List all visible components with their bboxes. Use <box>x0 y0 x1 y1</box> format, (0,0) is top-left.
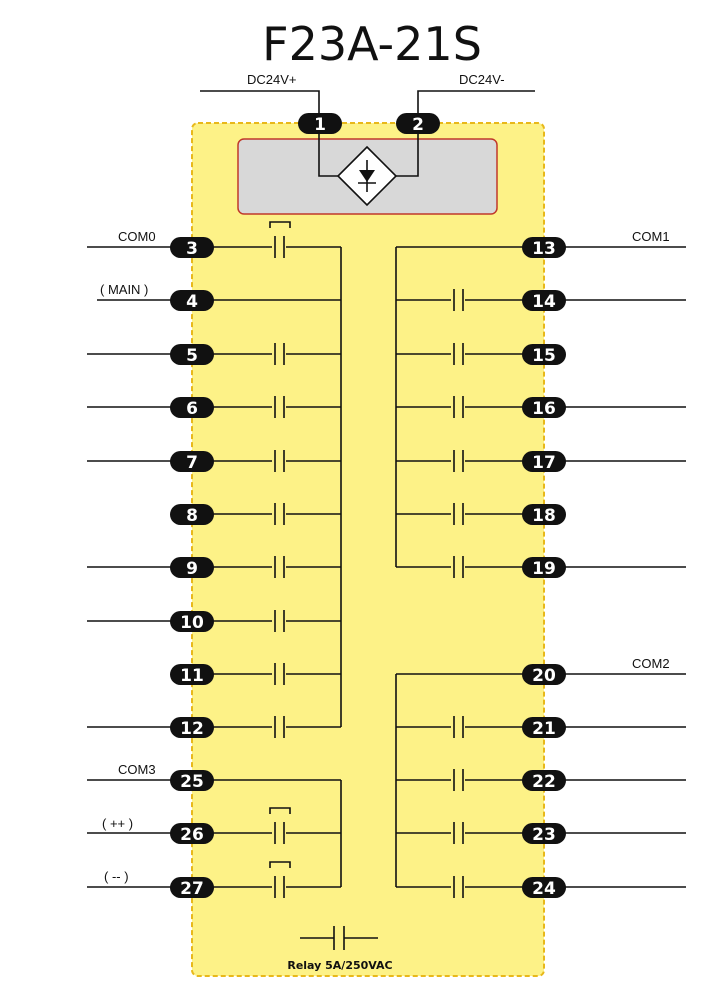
terminal-pin-8: 8 <box>170 504 214 526</box>
svg-text:14: 14 <box>532 292 556 312</box>
relay-contact-icon <box>272 450 286 472</box>
terminal-pin-17: 17 <box>522 451 566 473</box>
minusminus-label: ( -- ) <box>104 869 129 884</box>
relay-legend: Relay 5A/250VAC <box>287 926 393 972</box>
svg-text:8: 8 <box>186 506 198 526</box>
terminal-pin-19: 19 <box>522 557 566 579</box>
dc24v-minus-label: DC24V- <box>459 72 505 87</box>
terminal-pin-4: 4 <box>170 290 214 312</box>
terminal-pin-1: 1 <box>298 113 342 135</box>
terminal-pin-16: 16 <box>522 397 566 419</box>
relay-contact-icon <box>451 876 465 898</box>
module-body <box>191 122 545 977</box>
terminal-pin-2: 2 <box>396 113 440 135</box>
svg-text:4: 4 <box>186 292 198 312</box>
com2-label: COM2 <box>632 656 670 671</box>
svg-text:2: 2 <box>412 115 424 135</box>
relay-contact-icon <box>272 396 286 418</box>
relay-contact-icon <box>451 289 465 311</box>
terminal-pin-3: 3 <box>170 237 214 259</box>
diagram-title: F23A-21S <box>262 17 482 71</box>
plusplus-label: ( ++ ) <box>102 816 133 831</box>
relay-contact-icon <box>272 556 286 578</box>
left-external-wires <box>87 246 174 888</box>
relay-contact-icon <box>272 610 286 632</box>
relay-contact-icon <box>272 716 286 738</box>
svg-text:18: 18 <box>532 506 556 526</box>
terminal-pin-14: 14 <box>522 290 566 312</box>
relay-contact-icon <box>272 343 286 365</box>
relay-rating-note: Relay 5A/250VAC <box>287 959 392 972</box>
terminal-pin-11: 11 <box>170 664 214 686</box>
terminal-pin-6: 6 <box>170 397 214 419</box>
terminal-pin-9: 9 <box>170 557 214 579</box>
relay-contact-icon <box>451 556 465 578</box>
svg-text:6: 6 <box>186 399 198 419</box>
svg-text:16: 16 <box>532 399 556 419</box>
terminal-pin-18: 18 <box>522 504 566 526</box>
right-external-wires <box>562 246 686 888</box>
svg-text:19: 19 <box>532 559 556 579</box>
svg-text:7: 7 <box>186 453 198 473</box>
svg-text:15: 15 <box>532 346 556 366</box>
relay-contact-icon <box>451 396 465 418</box>
relay-contact-icon <box>269 807 291 844</box>
relay-contact-icon <box>269 861 291 898</box>
svg-text:17: 17 <box>532 453 556 473</box>
terminal-pin-23: 23 <box>522 823 566 845</box>
main-label: ( MAIN ) <box>100 282 148 297</box>
relay-contact-icon <box>451 822 465 844</box>
relay-contact-icon <box>451 343 465 365</box>
com1-bus <box>395 246 540 578</box>
svg-text:27: 27 <box>180 879 204 899</box>
svg-text:13: 13 <box>532 239 556 259</box>
left-contacts <box>269 221 291 738</box>
terminal-pin-20: 20 <box>522 664 566 686</box>
terminal-pin-12: 12 <box>170 717 214 739</box>
svg-text:24: 24 <box>532 879 556 899</box>
relay-contact-icon <box>451 450 465 472</box>
svg-text:11: 11 <box>180 666 204 686</box>
com3-bus <box>200 779 342 898</box>
terminal-pin-26: 26 <box>170 823 214 845</box>
relay-contact-icon <box>451 716 465 738</box>
svg-text:10: 10 <box>180 613 204 633</box>
relay-contact-icon <box>272 663 286 685</box>
terminal-pin-27: 27 <box>170 877 214 899</box>
diode-icon <box>359 170 375 182</box>
com3-label: COM3 <box>118 762 156 777</box>
terminal-pin-21: 21 <box>522 717 566 739</box>
relay-contact-icon <box>269 221 291 258</box>
dc24v-plus-label: DC24V+ <box>247 72 297 87</box>
svg-text:5: 5 <box>186 346 198 366</box>
terminal-pin-5: 5 <box>170 344 214 366</box>
com1-label: COM1 <box>632 229 670 244</box>
svg-text:12: 12 <box>180 719 204 739</box>
terminal-pin-10: 10 <box>170 611 214 633</box>
svg-text:1: 1 <box>314 115 326 135</box>
svg-text:20: 20 <box>532 666 556 686</box>
svg-text:22: 22 <box>532 772 556 792</box>
terminal-pin-25: 25 <box>170 770 214 792</box>
com0-bus <box>200 246 342 728</box>
terminal-pin-24: 24 <box>522 877 566 899</box>
com2-bus <box>395 673 540 898</box>
terminal-pin-22: 22 <box>522 770 566 792</box>
svg-text:25: 25 <box>180 772 204 792</box>
relay-contact-icon <box>451 769 465 791</box>
relay-contact-icon <box>272 503 286 525</box>
svg-text:9: 9 <box>186 559 198 579</box>
svg-text:26: 26 <box>180 825 204 845</box>
terminal-pin-13: 13 <box>522 237 566 259</box>
svg-text:3: 3 <box>186 239 198 259</box>
svg-text:23: 23 <box>532 825 556 845</box>
svg-text:21: 21 <box>532 719 556 739</box>
com0-label: COM0 <box>118 229 156 244</box>
terminal-pin-7: 7 <box>170 451 214 473</box>
terminal-pin-15: 15 <box>522 344 566 366</box>
relay-contact-icon <box>451 503 465 525</box>
